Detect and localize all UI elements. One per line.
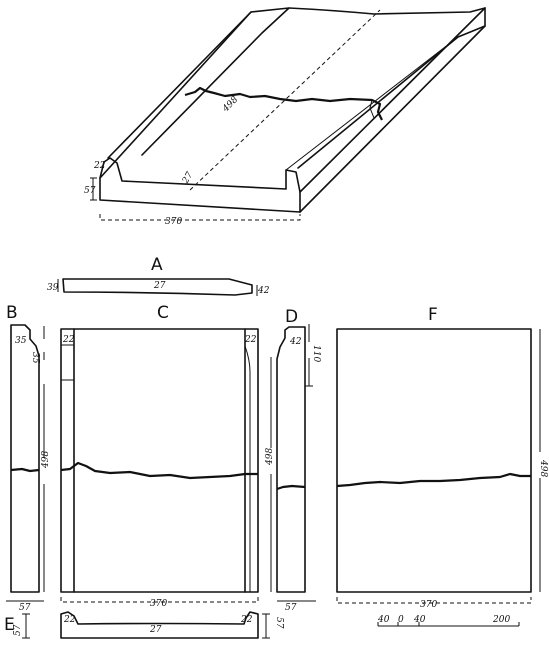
view-a: A 39 27 42 <box>47 255 270 296</box>
view-a-left-label: 39 <box>47 283 59 293</box>
perspective-height-dim <box>90 177 97 201</box>
view-b-offset-label: 35 <box>30 352 40 364</box>
view-a-label: A <box>151 255 163 275</box>
view-e-rim-left-label: 22 <box>63 615 76 625</box>
view-e-rim-right-label: 22 <box>240 615 253 625</box>
view-c-outline <box>60 328 259 593</box>
perspective-floor-left-edge <box>141 32 263 156</box>
scale-bar: 40 0 40 200 <box>377 615 520 627</box>
view-c: C 22 22 370 <box>60 303 259 609</box>
view-e-label: E <box>4 615 15 635</box>
view-d-top-label: 42 <box>289 337 302 347</box>
view-e: E 22 22 27 57 57 <box>4 611 284 639</box>
view-f-length-label: 498 <box>538 459 548 477</box>
view-b-label: B <box>6 303 18 323</box>
view-b-outline <box>10 324 40 593</box>
view-c-rim-left-label: 22 <box>62 335 75 345</box>
view-e-left-dim <box>22 613 30 639</box>
perspective-floor-right-edge <box>285 36 459 171</box>
view-c-label: C <box>157 303 169 323</box>
perspective-width-dim <box>99 214 301 221</box>
perspective-fracture <box>184 86 383 121</box>
view-e-height-right-label: 57 <box>274 617 284 629</box>
view-d-base-label: 57 <box>285 603 297 613</box>
view-c-width-dim <box>60 597 259 603</box>
view-f-label: F <box>428 305 438 325</box>
view-d-offset-dim <box>305 324 313 387</box>
view-b-base-label: 57 <box>19 603 31 613</box>
view-f: F 498 370 <box>336 305 548 610</box>
view-c-rim-right-label: 22 <box>244 335 257 345</box>
view-a-mid-label: 27 <box>153 281 166 291</box>
view-f-outline <box>336 328 532 593</box>
view-b-top-label: 35 <box>15 336 27 346</box>
view-d-offset-label: 110 <box>311 345 321 362</box>
scale-bar-line <box>377 622 520 627</box>
perspective-height-label: 57 <box>84 186 96 196</box>
view-d-fracture <box>276 484 306 491</box>
perspective-center-line <box>189 9 381 191</box>
view-a-right-label: 42 <box>257 286 270 296</box>
perspective-length-label: 498 <box>220 95 240 115</box>
view-c-right-inner-step <box>244 345 251 592</box>
view-c-width-label: 370 <box>150 599 167 609</box>
view-d-length-label: 498 <box>265 448 275 466</box>
perspective-left-rim <box>107 7 290 159</box>
view-f-fracture <box>336 472 531 488</box>
view-b-fracture <box>10 467 40 473</box>
view-e-profile <box>60 611 259 639</box>
perspective-view: 370 498 57 22 27 <box>84 7 486 227</box>
view-d: D 42 110 498 57 <box>265 307 321 613</box>
scale-bar-tick-4: 200 <box>492 615 510 625</box>
perspective-right-face-top <box>299 7 486 193</box>
perspective-front-profile <box>99 157 301 213</box>
scale-bar-tick-3: 40 <box>413 615 426 625</box>
view-b: B 35 35 498 57 <box>6 303 51 613</box>
perspective-width-label: 370 <box>165 217 182 227</box>
perspective-right-rim <box>288 7 486 169</box>
view-a-profile <box>62 278 253 296</box>
view-b-length-label: 498 <box>41 451 51 469</box>
perspective-fracture-step <box>369 99 375 119</box>
view-c-left-inner-step <box>61 344 74 381</box>
perspective-left-back <box>99 11 252 179</box>
view-d-outline <box>276 326 306 593</box>
view-f-width-label: 370 <box>420 600 437 610</box>
scale-bar-tick-2: 0 <box>398 615 404 625</box>
view-f-width-dim <box>336 597 532 604</box>
perspective-rim-label: 22 <box>93 161 106 171</box>
view-e-right-dim <box>262 613 270 639</box>
view-d-label: D <box>285 307 298 327</box>
view-c-fracture <box>60 461 258 480</box>
perspective-right-face <box>299 25 486 213</box>
view-e-height-left-label: 57 <box>13 624 23 636</box>
scale-bar-tick-1: 40 <box>377 615 390 625</box>
view-e-floor-label: 27 <box>149 625 162 635</box>
